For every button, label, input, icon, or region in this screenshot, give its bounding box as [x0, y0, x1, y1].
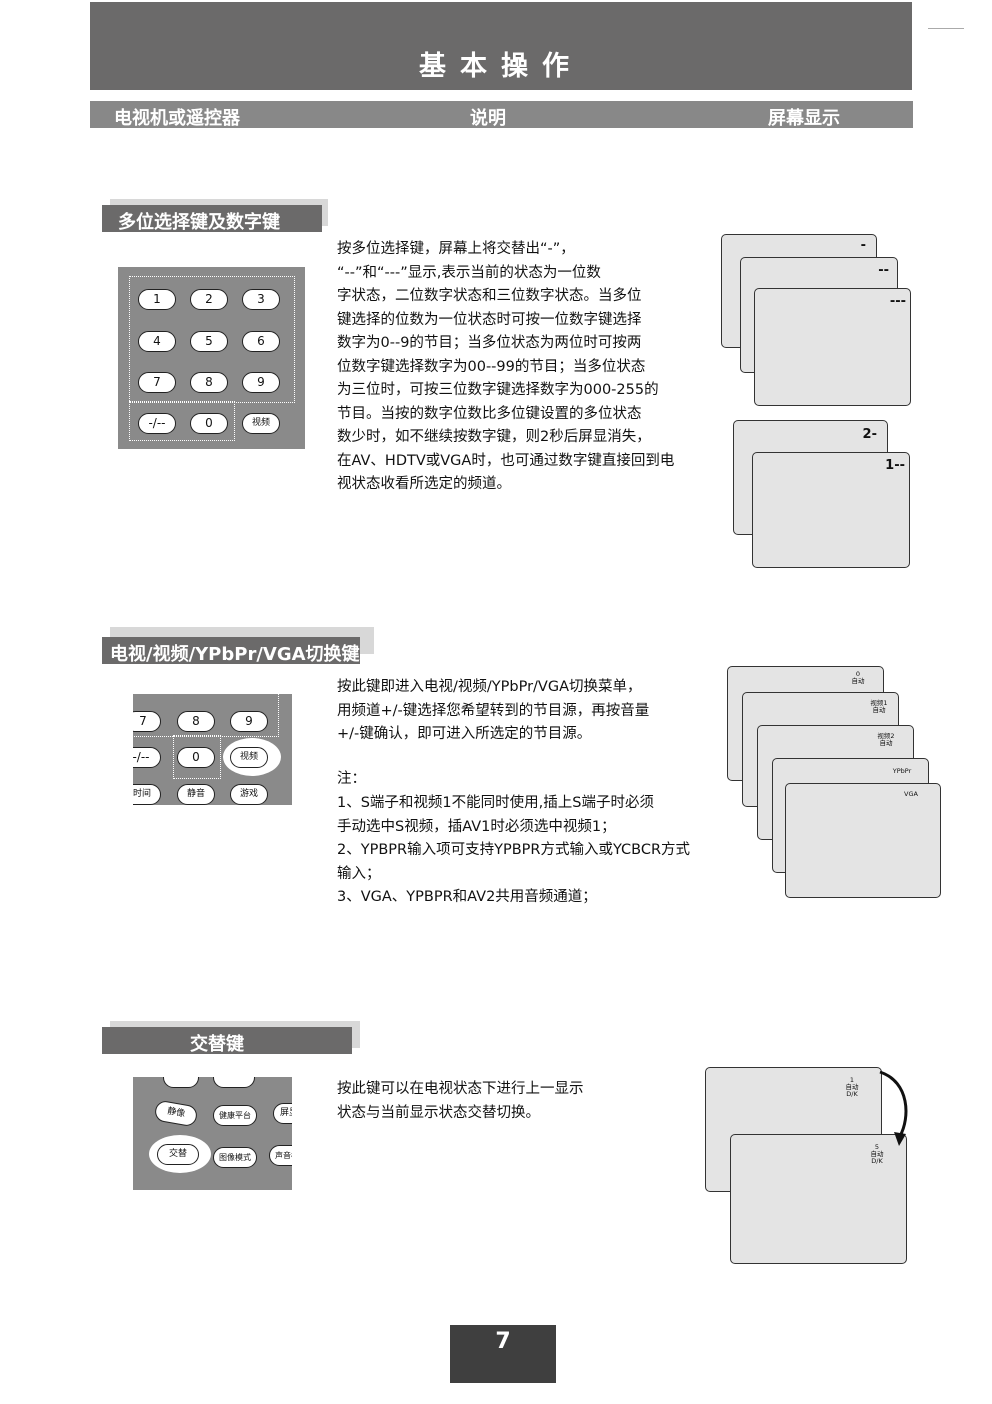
key-digit-select: -/--: [138, 413, 176, 434]
section2-note-3: 3、VGA、YPBPR和AV2共用音频通道；: [337, 889, 597, 905]
key-9: 9: [230, 711, 268, 732]
section1-keypad-image: 1 2 3 4 5 6 7 8 9 -/-- 0 视频: [118, 267, 305, 449]
screen-three-digit: ---: [754, 288, 911, 406]
key-8: 8: [177, 711, 215, 732]
key-1: 1: [138, 289, 176, 310]
screen-one-dashes: 1--: [752, 452, 910, 568]
section1-title: 多位选择键及数字键: [118, 212, 280, 233]
key-health: 健康平台: [213, 1105, 257, 1126]
key-3: 3: [242, 289, 280, 310]
key-picture-mode: 图像模式: [213, 1147, 257, 1168]
section3-title: 交替键: [190, 1034, 244, 1055]
section2-keypad-image: 7 8 9 -/-- 0 视频 时间 静音 游戏: [133, 694, 292, 805]
section3-keypad-image: 静像 健康平台 屏显 交替 图像模式 声音模: [133, 1077, 292, 1190]
section2-note-1: 1、S端子和视频1不能同时使用,插上S端子时必须 手动选中S视频，插AV1时必须…: [337, 795, 654, 835]
section1-description: 按多位选择键，屏幕上将交替出“-”， “--”和“---”显示,表示当前的状态为…: [337, 241, 675, 492]
screen-source-vga: VGA: [785, 783, 941, 898]
key-8: 8: [190, 372, 228, 393]
key-time: 时间: [133, 784, 161, 805]
key-video: 视频: [242, 413, 280, 434]
section3-description: 按此键可以在电视状态下进行上一显示 状态与当前显示状态交替切换。: [337, 1081, 584, 1121]
page-number: 7: [450, 1325, 556, 1383]
key-video-highlighted: 视频: [230, 747, 268, 768]
key-2: 2: [190, 289, 228, 310]
screen-current-channel: 5 自动 D/K: [730, 1134, 907, 1264]
key-sound-mode: 声音模: [269, 1145, 292, 1166]
edge-rule: [928, 28, 964, 29]
section2-title: 电视/视频/YPbPr/VGA切换键: [110, 644, 360, 665]
section2-title-bar: 电视/视频/YPbPr/VGA切换键: [102, 627, 377, 665]
swap-arrow-icon: [879, 1070, 908, 1146]
column-left-label: 电视机或遥控器: [114, 108, 240, 129]
page-title: 基本操作: [419, 51, 583, 82]
section2-description: 按此键即进入电视/视频/YPbPr/VGA切换菜单， 用频道+/-键选择您希望转…: [337, 679, 650, 742]
key-display: 屏显: [273, 1103, 292, 1124]
key-0: 0: [177, 747, 215, 768]
column-header-bar: 电视机或遥控器 说明 屏幕显示: [90, 101, 913, 129]
column-right-label: 屏幕显示: [768, 108, 840, 129]
section1-title-bar: 多位选择键及数字键: [102, 199, 332, 233]
key-7: 7: [133, 711, 161, 732]
key-4: 4: [138, 331, 176, 352]
section2-note-2: 2、YPBPR输入项可支持YPBPR方式输入或YCBCR方式 输入；: [337, 842, 691, 882]
key-freeze: 静像: [153, 1099, 199, 1128]
key-7: 7: [138, 372, 176, 393]
page-header: 基本操作: [90, 2, 912, 90]
section3-title-bar: 交替键: [102, 1021, 362, 1055]
key-game: 游戏: [230, 784, 268, 805]
key-6: 6: [242, 331, 280, 352]
key-5: 5: [190, 331, 228, 352]
key-9: 9: [242, 372, 280, 393]
key-digit-select: -/--: [133, 747, 161, 768]
key-mute: 静音: [177, 784, 215, 805]
key-swap-highlighted: 交替: [157, 1144, 199, 1165]
key-0: 0: [190, 413, 228, 434]
section2-note-title: 注：: [337, 771, 366, 787]
column-middle-label: 说明: [470, 108, 506, 129]
